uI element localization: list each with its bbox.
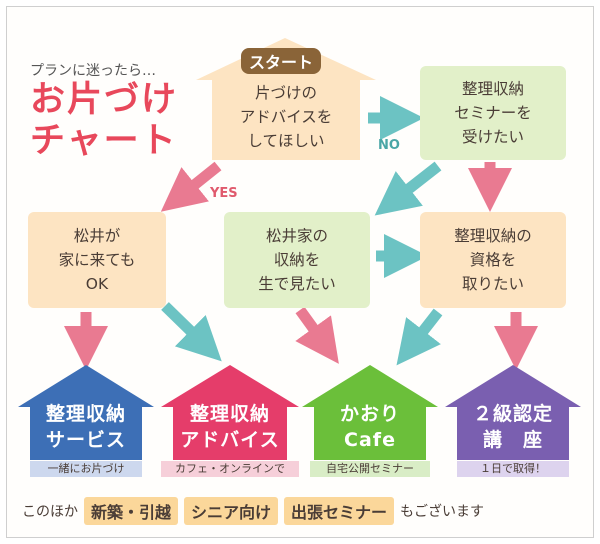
outcome-title-course: ２級認定 講 座 [472, 403, 553, 451]
footer-prefix: このほか [22, 504, 78, 520]
outcome-title-advice: 整理収納 アドバイス [180, 403, 280, 451]
outcome-strip-cafe: 自宅公開セミナー [310, 461, 430, 477]
node-visit: 松井が 家に来ても OK [28, 212, 166, 308]
label-no: NO [378, 138, 400, 153]
footer: このほか 新築・引越 シニア向け 出張セミナー もございます [22, 497, 484, 525]
footer-tag-onsite-seminar: 出張セミナー [284, 497, 395, 525]
arrow-seminar-to-see [374, 161, 442, 216]
outcome-strip-course: １日で取得！ [457, 461, 569, 477]
node-see: 松井家の 収納を 生で見たい [224, 212, 370, 308]
outcome-title-service: 整理収納 サービス [45, 403, 126, 451]
arrow-visit-to-advice [161, 302, 222, 362]
arrow-see-to-cafe [295, 306, 339, 364]
outcome-house-cafe [302, 365, 438, 460]
node-seminar: 整理収納 セミナーを 受けたい [420, 66, 566, 160]
header-subtitle: プランに迷ったら… [30, 63, 156, 79]
start-badge: スタート [241, 48, 322, 74]
header-title-line2: チャート [30, 121, 178, 161]
outcome-strip-service: 一緒にお片づけ [30, 461, 142, 477]
node-qualify: 整理収納の 資格を 取りたい [420, 212, 566, 308]
outcome-house-course [445, 365, 581, 460]
footer-tag-new-build: 新築・引越 [84, 497, 179, 525]
footer-tag-senior: シニア向け [184, 497, 279, 525]
outcome-house-advice [161, 365, 299, 460]
outcome-house-service [18, 365, 154, 460]
label-yes: YES [210, 186, 238, 201]
outcome-strip-advice: カフェ・オンラインで [161, 461, 299, 477]
arrow-start-to-visit [160, 161, 222, 212]
outcome-title-cafe: かおり Cafe [339, 403, 400, 451]
arrow-qualify-to-cafe [396, 308, 443, 366]
footer-suffix: もございます [400, 504, 485, 520]
header-title-line1: お片づけ [30, 80, 179, 120]
start-question: 片づけの アドバイスを してほしい [239, 83, 333, 150]
